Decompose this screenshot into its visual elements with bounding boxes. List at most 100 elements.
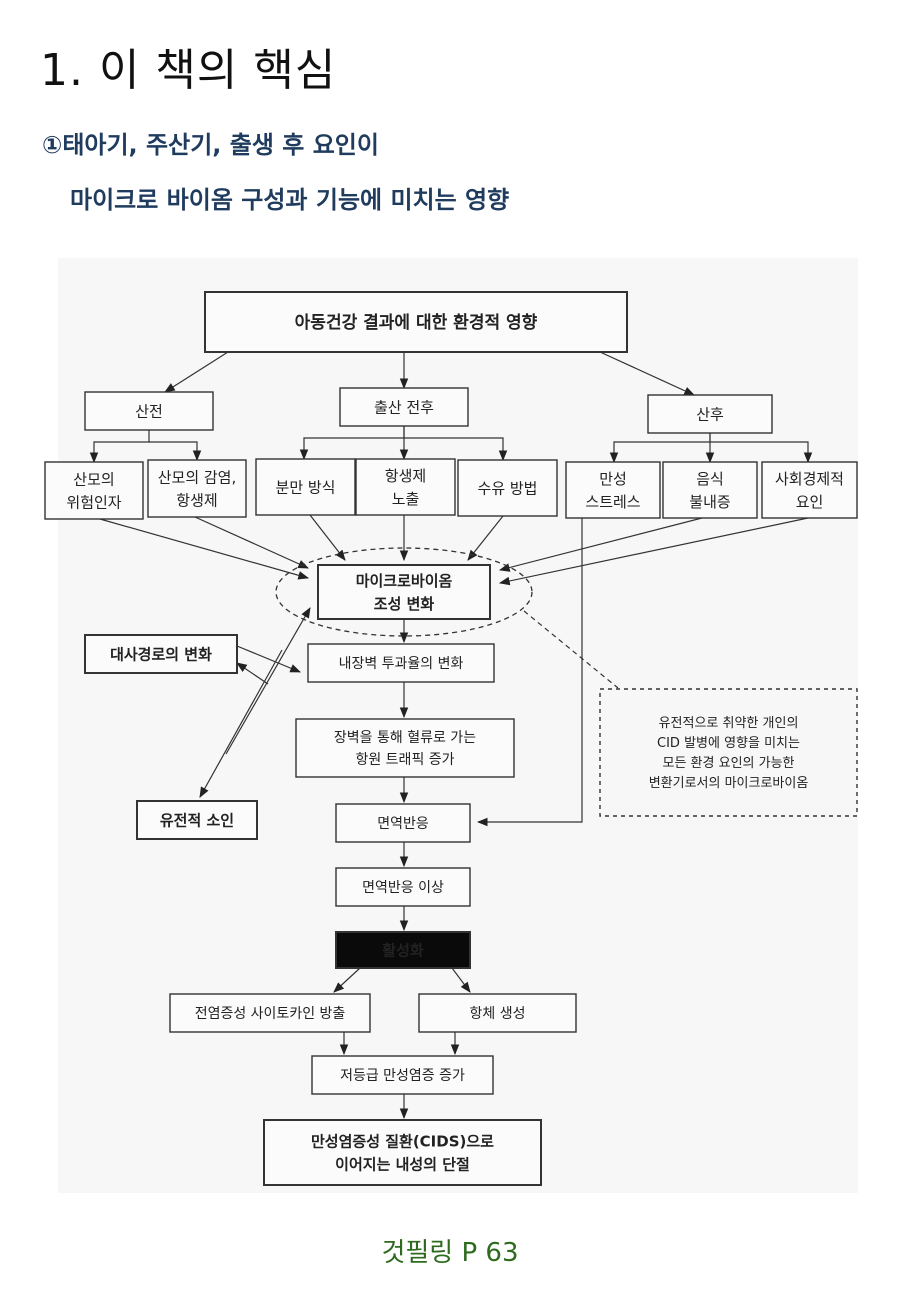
node-label: 활성화 <box>382 942 424 960</box>
node-label: 만성염증성 질환(CIDS)으로 <box>311 1132 494 1150</box>
node-box <box>418 993 577 1033</box>
node-box <box>204 291 628 353</box>
node-box <box>662 461 758 519</box>
node-label: 대사경로의 변화 <box>110 646 212 664</box>
node-label: 이어지는 내성의 단절 <box>335 1156 470 1174</box>
arrow-delivery-mode-to-microbiome-change <box>309 514 346 561</box>
node-label: 산전 <box>135 403 163 421</box>
subtitle-line-2: 마이크로 바이옴 구성과 기능에 미치는 영향 <box>70 186 510 214</box>
node-box <box>565 461 661 519</box>
arrow-prenatal-to-maternal-risk <box>89 430 150 464</box>
arrow-activation-to-antibody-production <box>451 967 471 993</box>
arrow-perinatal-to-feeding-method <box>404 437 508 462</box>
arrow-maternal-risk-to-microbiome-change <box>99 518 310 580</box>
node-box <box>335 931 471 969</box>
node-box <box>44 461 144 520</box>
arrow-permeability-change-to-metabolic-change <box>236 662 269 685</box>
node-label: 사회경제적 <box>775 470 844 488</box>
node-postnatal: 산후 <box>647 394 773 434</box>
node-box <box>761 461 858 519</box>
node-box <box>339 387 469 427</box>
node-label: 노출 <box>392 490 420 508</box>
node-perinatal: 출산 전후 <box>339 387 469 427</box>
node-label: 음식 <box>696 470 724 488</box>
node-box <box>457 459 558 517</box>
node-box <box>84 634 238 674</box>
arrow-microbiome-change-to-genetic-predisposition <box>199 649 283 798</box>
node-label: 수유 방법 <box>478 480 538 498</box>
node-label: 출산 전후 <box>374 399 434 417</box>
node-label: 유전적으로 취약한 개인의 <box>659 716 799 731</box>
node-box <box>317 564 491 620</box>
node-label: 모든 환경 요인의 가능한 <box>663 756 795 771</box>
arrow-socioeconomic-to-microbiome-change <box>498 517 809 586</box>
dashed-connector-to-note <box>523 610 619 689</box>
node-feeding-method: 수유 방법 <box>457 459 558 517</box>
node-permeability-change: 내장벽 투과율의 변화 <box>307 643 495 683</box>
node-box <box>599 688 858 817</box>
node-box <box>355 458 456 516</box>
node-label: 저등급 만성염증 증가 <box>340 1068 465 1084</box>
node-box <box>169 993 371 1033</box>
node-box <box>295 718 515 778</box>
node-label: 변환기로서의 마이크로바이옴 <box>649 776 809 791</box>
arrow-root-to-prenatal <box>164 351 229 393</box>
node-label: 면역반응 이상 <box>362 880 444 896</box>
node-box <box>136 800 258 840</box>
node-box <box>263 1119 542 1186</box>
arrow-activation-to-cytokine-release <box>333 967 361 993</box>
arrow-chronic-stress-to-immune-response <box>476 518 583 827</box>
arrow-perinatal-to-delivery-mode <box>299 426 405 461</box>
node-label: 불내증 <box>689 493 730 511</box>
node-label: 분만 방식 <box>276 479 336 497</box>
node-label: 항원 트래픽 증가 <box>355 752 454 768</box>
subtitle-line-1: ①태아기, 주산기, 출생 후 요인이 <box>42 131 379 159</box>
node-antibody-production: 항체 생성 <box>418 993 577 1033</box>
node-label: 산모의 감염, <box>158 468 237 486</box>
microbiome-highlight-ellipse <box>275 547 533 637</box>
node-maternal-infection: 산모의 감염, 항생제 <box>147 459 247 518</box>
node-low-grade-inflammation: 저등급 만성염증 증가 <box>311 1055 494 1095</box>
page-title: 1. 이 책의 핵심 <box>40 45 337 96</box>
node-box <box>311 1055 494 1095</box>
node-box <box>335 867 471 907</box>
arrow-root-to-postnatal <box>599 351 695 396</box>
node-box <box>84 391 214 431</box>
node-label: 항생제 <box>176 492 217 510</box>
arrow-postnatal-to-socioeconomic <box>710 441 813 464</box>
node-label: 내장벽 투과율의 변화 <box>339 656 464 672</box>
node-delivery-mode: 분만 방식 <box>255 458 356 516</box>
node-immune-response: 면역반응 <box>335 803 471 843</box>
node-label: 요인 <box>796 493 824 511</box>
node-label: 위험인자 <box>66 494 121 512</box>
node-root: 아동건강 결과에 대한 환경적 영향 <box>204 291 628 353</box>
arrow-metabolic-change-to-permeability-change <box>236 645 301 673</box>
node-label: 면역반응 <box>377 816 429 832</box>
node-prenatal: 산전 <box>84 391 214 431</box>
node-label: 전염증성 사이토카인 방출 <box>195 1006 346 1022</box>
edges-layer <box>89 351 813 1120</box>
arrow-feeding-method-to-microbiome-change <box>467 515 504 561</box>
node-immune-abnormal: 면역반응 이상 <box>335 867 471 907</box>
node-label: 마이크로바이옴 <box>356 572 453 590</box>
node-label: 아동건강 결과에 대한 환경적 영향 <box>295 312 538 333</box>
node-box <box>335 803 471 843</box>
node-label: 산후 <box>696 406 724 424</box>
arrow-prenatal-to-maternal-infection <box>149 441 202 462</box>
node-cytokine-release: 전염증성 사이토카인 방출 <box>169 993 371 1033</box>
node-label: 항생제 <box>385 467 426 485</box>
arrow-genetic-predisposition-to-microbiome-change <box>225 607 311 755</box>
node-genetic-predisposition: 유전적 소인 <box>136 800 258 840</box>
arrow-maternal-infection-to-microbiome-change <box>194 516 309 569</box>
node-label: CID 발병에 영향을 미치는 <box>657 736 800 751</box>
